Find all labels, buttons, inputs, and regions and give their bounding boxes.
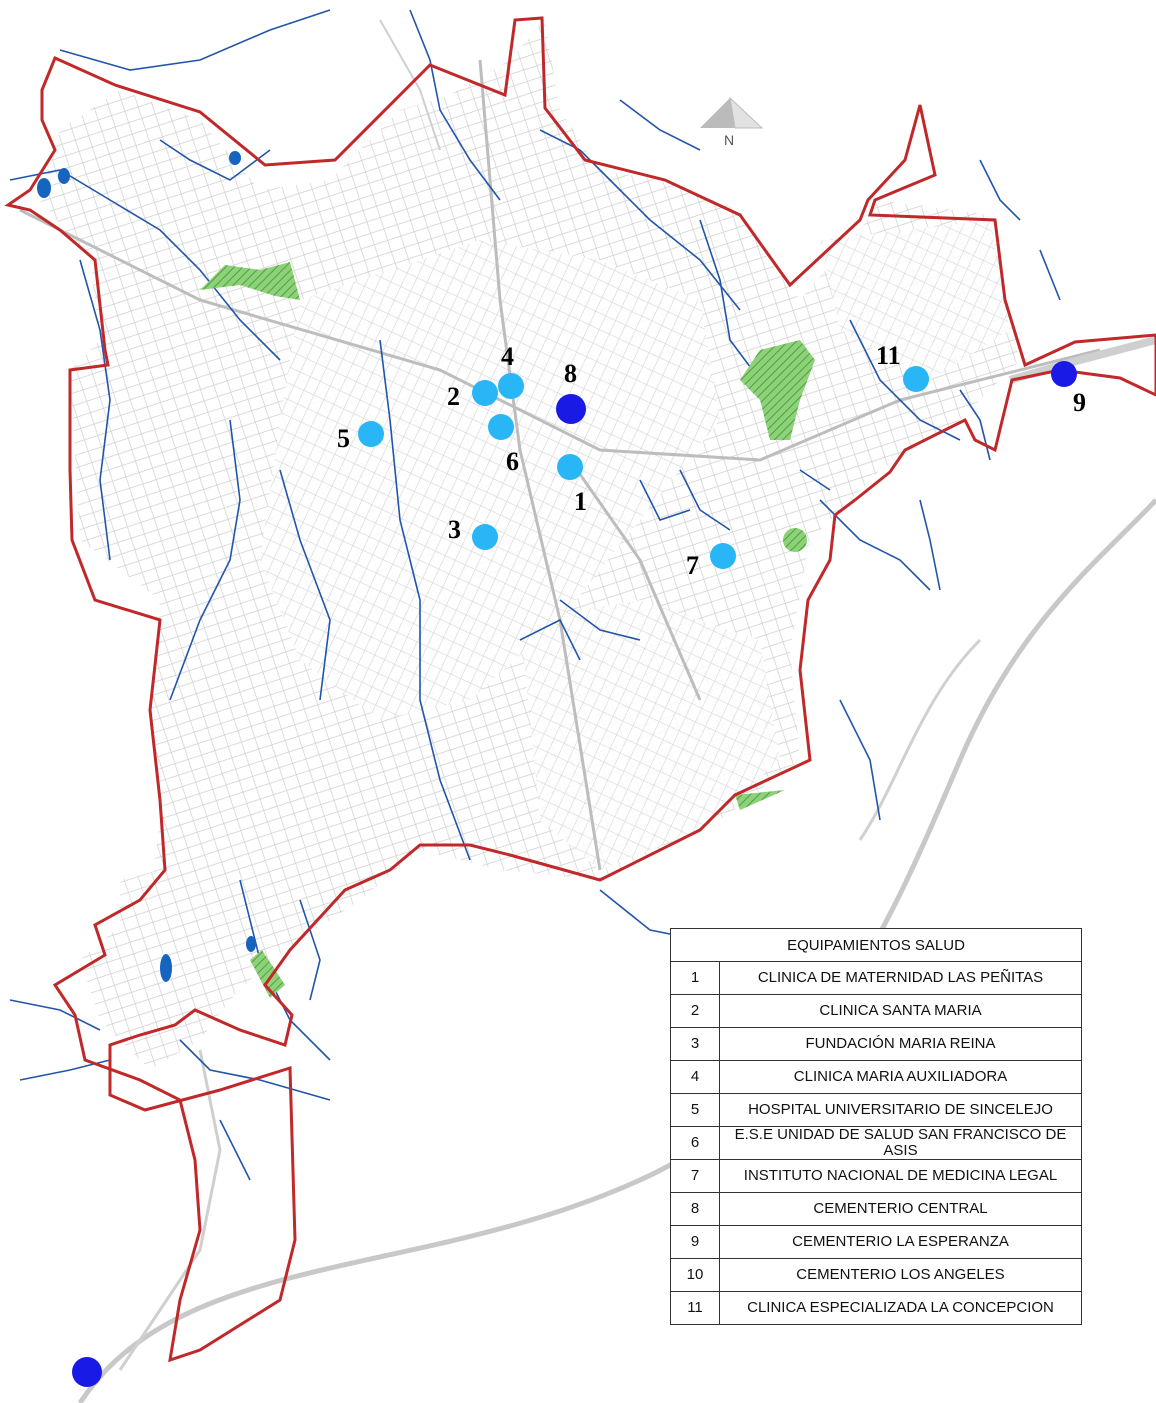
legend-row-name: INSTITUTO NACIONAL DE MEDICINA LEGAL	[719, 1159, 1082, 1193]
svg-text:8: 8	[564, 359, 577, 388]
svg-text:N: N	[724, 132, 734, 148]
marker-5[interactable]: 5	[337, 421, 384, 453]
marker-8[interactable]: 8	[556, 359, 586, 424]
legend-row-name: CEMENTERIO CENTRAL	[719, 1192, 1082, 1226]
legend-row-number: 11	[670, 1291, 720, 1325]
marker-1[interactable]: 1	[557, 454, 587, 516]
legend-row-number: 8	[670, 1192, 720, 1226]
legend-row-name: FUNDACIÓN MARIA REINA	[719, 1027, 1082, 1061]
svg-text:4: 4	[501, 342, 514, 371]
highway	[858, 638, 982, 841]
svg-text:7: 7	[686, 551, 699, 580]
legend-row-name: CEMENTERIO LOS ANGELES	[719, 1258, 1082, 1292]
legend-row-name: CEMENTERIO LA ESPERANZA	[719, 1225, 1082, 1259]
marker-2[interactable]: 2	[447, 380, 498, 411]
water-bodies	[37, 151, 256, 982]
legend-row-name: CLINICA MARIA AUXILIADORA	[719, 1060, 1082, 1094]
north-arrow: N	[700, 96, 764, 148]
legend-row-number: 7	[670, 1159, 720, 1193]
city-boundary	[4, 16, 1156, 1363]
legend-row-number: 9	[670, 1225, 720, 1259]
legend-row-number: 10	[670, 1258, 720, 1292]
legend-row-number: 3	[670, 1027, 720, 1061]
legend-row-name: CLINICA DE MATERNIDAD LAS PEÑITAS	[719, 961, 1082, 995]
svg-text:1: 1	[574, 487, 587, 516]
svg-text:2: 2	[447, 382, 460, 411]
marker-11[interactable]: 11	[876, 341, 929, 392]
svg-text:9: 9	[1073, 388, 1086, 417]
marker-9[interactable]: 9	[1051, 361, 1086, 417]
legend-row-number: 2	[670, 994, 720, 1028]
legend-row-number: 6	[670, 1126, 720, 1160]
map-markers: 1 2 3 4 5 6 7 8	[72, 341, 1086, 1387]
svg-text:5: 5	[337, 424, 350, 453]
marker-4[interactable]: 4	[498, 342, 524, 399]
marker-3[interactable]: 3	[448, 515, 498, 550]
marker-6[interactable]: 6	[488, 414, 519, 476]
green-areas	[200, 262, 815, 998]
svg-text:3: 3	[448, 515, 461, 544]
legend-row-number: 5	[670, 1093, 720, 1127]
legend-row-number: 1	[670, 961, 720, 995]
legend-row-name: CLINICA SANTA MARIA	[719, 994, 1082, 1028]
legend-row-name: E.S.E UNIDAD DE SALUD SAN FRANCISCO DE A…	[719, 1126, 1082, 1160]
legend-row-name: CLINICA ESPECIALIZADA LA CONCEPCION	[719, 1291, 1082, 1325]
marker-unlabeled-cemetery[interactable]	[72, 1357, 102, 1387]
marker-7[interactable]: 7	[686, 543, 736, 580]
legend-row-name: HOSPITAL UNIVERSITARIO DE SINCELEJO	[719, 1093, 1082, 1127]
legend-title: EQUIPAMIENTOS SALUD	[670, 928, 1082, 962]
svg-text:11: 11	[876, 341, 901, 370]
legend-row-number: 4	[670, 1060, 720, 1094]
svg-text:6: 6	[506, 447, 519, 476]
